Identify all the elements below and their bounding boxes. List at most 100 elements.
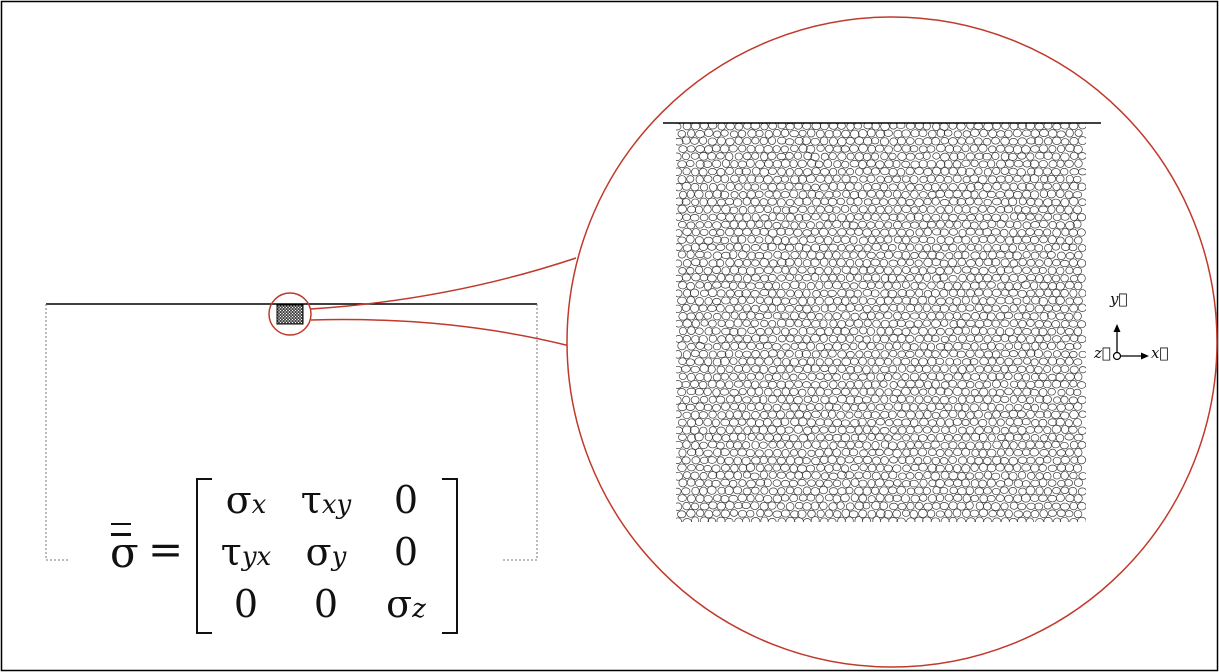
foam-cell [880,334,890,344]
foam-cell [1013,357,1023,366]
foam-cell [681,273,692,282]
foam-cell [875,448,884,456]
matrix-cell-r2-c1: τyx [206,530,286,579]
foam-cell [923,197,932,206]
foam-cell [829,441,838,450]
foam-cell [739,191,748,199]
foam-cell [939,304,950,313]
foam-cell [801,318,811,328]
foam-cell [944,509,953,518]
foam-cell [983,198,992,207]
foam-cell [979,251,988,260]
foam-cell [1048,448,1057,457]
foam-cell [694,296,704,306]
foam-cell [1073,296,1083,305]
foam-cell [853,182,863,191]
foam-cell [1052,487,1061,495]
foam-cell [716,136,726,146]
foam-cell [776,410,786,419]
foam-cell [785,440,794,450]
foam-cell [695,373,705,381]
matrix-cell-base: 0 [233,582,259,626]
foam-cell [940,319,949,327]
foam-cell [686,175,695,183]
foam-cell [687,448,697,457]
foam-cell [893,129,903,139]
foam-cell [820,304,829,313]
foam-cell [704,128,714,137]
foam-cell [939,183,949,191]
foam-cell [1052,365,1062,374]
foam-cell [849,282,859,290]
foam-cell [1017,123,1027,130]
foam-cell [1013,494,1023,503]
foam-cell [1047,373,1057,381]
foam-cell [793,440,803,450]
foam-cell [1065,357,1074,366]
foam-cell [991,350,1001,359]
foam-cell [1022,174,1032,184]
foam-cell [1035,259,1044,267]
foam-cell [849,342,858,351]
foam-cell [905,167,915,176]
foam-cell [729,265,740,275]
foam-cell [789,280,800,290]
foam-cell [777,258,787,267]
foam-cell [1013,510,1024,518]
foam-cell [1077,441,1086,449]
foam-cell [685,403,696,411]
foam-cell [995,480,1006,488]
foam-cell [944,418,955,428]
foam-cell [767,151,777,161]
foam-cell [1069,410,1079,420]
foam-cell [1069,380,1078,388]
foam-cell [915,228,924,237]
foam-cell [862,441,872,450]
foam-cell [900,312,911,320]
foam-cell [1072,266,1083,276]
foam-cell [1025,335,1036,344]
foam-cell [1069,304,1079,313]
foam-cell [922,426,932,434]
foam-cell [1065,143,1075,153]
foam-cell [790,417,800,427]
foam-cell [763,220,773,230]
foam-cell [1033,136,1044,146]
foam-cell [966,517,976,522]
foam-cell [948,379,958,388]
foam-cell [742,137,752,146]
foam-cell [862,410,873,419]
foam-cell [751,349,761,359]
foam-cell [905,395,915,404]
foam-cell [785,318,795,328]
foam-cell [914,198,924,207]
foam-cell [931,137,941,146]
foam-cell [720,509,731,519]
foam-cell [935,387,946,396]
foam-cell [832,373,841,382]
foam-cell [1034,395,1045,404]
foam-cell [1038,464,1047,472]
foam-cell [841,311,851,320]
foam-cell [682,123,692,131]
foam-cell [730,464,739,473]
foam-cell [897,379,906,388]
matrix-cell-base: σ [225,478,252,522]
foam-cell [1074,129,1083,137]
foam-cell [802,183,812,192]
foam-cell [1003,311,1013,320]
foam-cell [690,137,699,145]
foam-cell [986,478,996,488]
foam-cell [1069,365,1079,374]
foam-cell [840,387,851,396]
foam-cell [764,235,773,244]
foam-cell [902,448,911,457]
foam-cell [676,335,684,343]
foam-cell [801,470,812,480]
foam-cell [756,433,765,441]
matrix-cell-subscript: x [251,490,267,520]
foam-cell [919,478,928,488]
foam-cell [979,387,989,397]
foam-cell [703,267,713,275]
foam-cell [893,250,903,259]
